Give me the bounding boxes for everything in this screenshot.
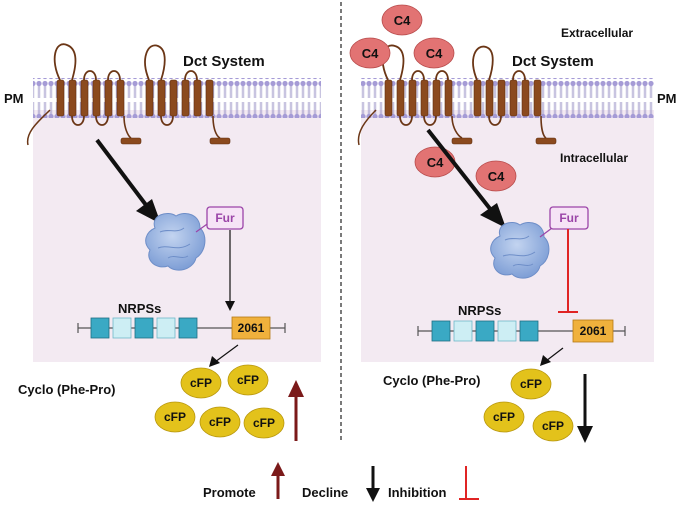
left-cfp-molecule-4: cFP — [199, 406, 241, 438]
left-fur-label: Fur — [215, 211, 235, 225]
svg-text:cFP: cFP — [190, 376, 212, 390]
left-fur-to-gene-arrowhead — [225, 301, 235, 311]
legend-promote-arrowhead — [271, 462, 285, 476]
svg-text:C4: C4 — [362, 46, 379, 61]
right-panel: PM Dct System Extracellular Intracellula… — [349, 4, 677, 443]
svg-text:cFP: cFP — [493, 410, 515, 424]
c4-molecule-2: C4 — [349, 37, 391, 69]
left-gene-to-product-arrow — [214, 344, 239, 363]
legend-inhibition-label: Inhibition — [388, 485, 447, 500]
svg-text:cFP: cFP — [164, 410, 186, 424]
right-nrpss-label: NRPSs — [458, 303, 501, 318]
svg-text:C4: C4 — [426, 46, 443, 61]
left-transporter-domain-1 — [26, 43, 125, 146]
left-nrps-module-3 — [134, 317, 154, 339]
legend-promote-label: Promote — [203, 485, 256, 500]
extracellular-label: Extracellular — [561, 26, 633, 40]
c4-molecule-1: C4 — [381, 4, 423, 36]
svg-text:cFP: cFP — [253, 416, 275, 430]
right-nrps-module-2 — [453, 320, 473, 342]
right-nrps-module-1 — [431, 320, 451, 342]
left-promote-arrowhead — [288, 380, 304, 397]
right-cfp-molecule-1: cFP — [510, 368, 552, 400]
svg-text:cFP: cFP — [542, 419, 564, 433]
right-decline-arrowhead — [577, 426, 593, 443]
left-nrpss-label: NRPSs — [118, 301, 161, 316]
left-fur-box — [206, 206, 244, 230]
left-cfp-molecule-5: cFP — [243, 407, 285, 439]
right-gene-2061-box — [572, 319, 614, 343]
left-cfp-molecule-2: cFP — [227, 364, 269, 396]
svg-text:C4: C4 — [427, 155, 444, 170]
right-gene-cluster: 2061 — [417, 319, 626, 343]
right-cfp-molecule-3: cFP — [532, 410, 574, 442]
left-nrps-module-5 — [178, 317, 198, 339]
right-fur-protein-icon — [490, 222, 550, 279]
left-cfp-molecule-1: cFP — [180, 367, 222, 399]
c4-molecule-5: C4 — [475, 160, 517, 192]
svg-text:C4: C4 — [394, 13, 411, 28]
right-membrane — [361, 78, 654, 118]
left-nrps-module-2 — [112, 317, 132, 339]
right-cfp-molecule-2: cFP — [483, 401, 525, 433]
right-nrps-module-3 — [475, 320, 495, 342]
legend-decline-label: Decline — [302, 485, 348, 500]
right-nrps-module-5 — [519, 320, 539, 342]
left-signal-arrow — [95, 138, 148, 207]
left-cyclo-label: Cyclo (Phe-Pro) — [18, 382, 116, 397]
right-pm-label: PM — [657, 91, 677, 106]
left-nrps-module-4 — [156, 317, 176, 339]
right-gene-to-product-arrow — [545, 347, 564, 362]
svg-text:cFP: cFP — [520, 377, 542, 391]
right-fur-connector — [539, 227, 553, 238]
left-cfp-molecule-3: cFP — [154, 401, 196, 433]
right-cyclo-label: Cyclo (Phe-Pro) — [383, 373, 481, 388]
right-gene-to-product-arrowhead — [540, 355, 551, 366]
right-gene-2061-label: 2061 — [580, 324, 607, 338]
right-signal-arrow — [426, 128, 493, 212]
left-dct-system-label: Dct System — [183, 53, 265, 70]
left-transporter-domain-2 — [120, 44, 231, 145]
svg-text:cFP: cFP — [209, 415, 231, 429]
legend: Promote Decline Inhibition — [203, 462, 479, 502]
left-signal-arrowhead — [136, 199, 161, 224]
c4-molecule-4: C4 — [414, 146, 456, 178]
left-gene-2061-box — [231, 316, 271, 340]
left-pm-label: PM — [4, 91, 24, 106]
svg-text:C4: C4 — [488, 169, 505, 184]
left-gene-cluster: 2061 — [77, 316, 286, 340]
c4-molecule-3: C4 — [413, 37, 455, 69]
legend-decline-arrowhead — [366, 488, 380, 502]
left-fur-protein-icon — [145, 213, 206, 271]
svg-text:cFP: cFP — [237, 373, 259, 387]
intracellular-label: Intracellular — [560, 151, 628, 165]
left-gene-to-product-arrowhead — [209, 356, 220, 367]
left-gene-2061-label: 2061 — [238, 321, 265, 335]
right-nrps-module-4 — [497, 320, 517, 342]
left-panel: PM Dct System Fur NRPSs 2061 — [4, 43, 321, 441]
right-dct-system-label: Dct System — [512, 53, 594, 70]
right-fur-label: Fur — [559, 211, 579, 225]
right-signal-arrowhead — [480, 203, 506, 228]
left-nrps-module-1 — [90, 317, 110, 339]
right-transporter-domain-2 — [451, 45, 557, 145]
